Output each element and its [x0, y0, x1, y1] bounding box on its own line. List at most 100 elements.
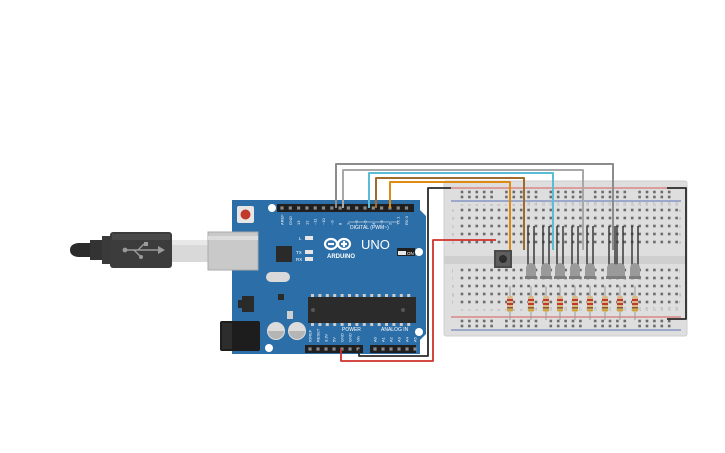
- digital-pin-label: TX 1: [396, 216, 401, 225]
- breadboard-column-label: 25: [638, 202, 642, 206]
- breadboard-row-label: e: [452, 208, 455, 213]
- breadboard-column-label: 23: [623, 202, 627, 206]
- mounting-hole: [415, 248, 423, 256]
- mounting-hole: [265, 344, 273, 352]
- led[interactable]: [569, 263, 581, 279]
- breadboard-column-label: 6: [497, 204, 501, 206]
- power-pin-label: GND: [348, 333, 353, 342]
- breadboard-column-label: 28: [660, 202, 664, 206]
- resistor[interactable]: [528, 286, 534, 320]
- breadboard-row-label: i: [452, 276, 453, 281]
- breadboard-row-label: h: [679, 284, 681, 289]
- breadboard-column-label: 13: [549, 307, 553, 311]
- usb-cable[interactable]: [70, 232, 208, 268]
- breadboard-column-label: 15: [564, 307, 568, 311]
- digital-pin-label: AREF: [280, 214, 285, 225]
- digital-pin-label: ~6: [354, 220, 359, 225]
- digital-pin-label: ~9: [329, 220, 334, 225]
- analog-pin-label: A2: [389, 336, 394, 342]
- resistor[interactable]: [572, 286, 578, 320]
- breadboard-column-label: 2: [468, 204, 472, 206]
- resistor[interactable]: [543, 286, 549, 320]
- pushbutton[interactable]: [494, 250, 512, 268]
- led[interactable]: [554, 263, 566, 279]
- resistor[interactable]: [632, 286, 638, 320]
- wire-black-gnd[interactable]: [358, 187, 687, 357]
- led[interactable]: [540, 263, 552, 279]
- arduino-logo-icon: [323, 237, 352, 251]
- on-label: ON: [407, 251, 414, 256]
- breadboard-column-label: 1: [460, 204, 464, 206]
- digital-pin-label: RX 0: [404, 215, 409, 225]
- power-pin-label: RESET: [316, 328, 321, 342]
- breadboard-row-label: i: [679, 276, 680, 281]
- led[interactable]: [629, 263, 641, 279]
- breadboard-column-label: 20: [601, 202, 605, 206]
- wire-gray-2[interactable]: [342, 169, 584, 250]
- breadboard-column-label: 23: [623, 307, 627, 311]
- breadboard-row-label: f: [452, 300, 454, 305]
- breadboard-column-label: 19: [593, 307, 597, 311]
- breadboard-column-label: 4: [482, 204, 486, 206]
- power-jack[interactable]: [220, 321, 260, 351]
- breadboard-column-label: 17: [579, 307, 583, 311]
- breadboard-column-label: 24: [630, 202, 634, 206]
- resistor[interactable]: [507, 286, 513, 320]
- power-pin-label: 5V: [332, 337, 337, 342]
- led-l-indicator: [305, 236, 313, 240]
- l-label: L: [299, 236, 302, 241]
- led[interactable]: [614, 263, 626, 279]
- breadboard-column-label: 8: [512, 204, 516, 206]
- analog-pin-label: A0: [373, 336, 378, 342]
- led-tx-indicator: [305, 250, 313, 254]
- breadboard-column-label: 11: [534, 202, 538, 206]
- wire-red-5v[interactable]: [340, 239, 496, 362]
- tx-label: TX: [296, 250, 302, 255]
- wire-gray-1[interactable]: [335, 163, 614, 250]
- reset-button[interactable]: [237, 206, 254, 223]
- breadboard-column-label: 9: [519, 204, 523, 206]
- breadboard-column-label: 29: [667, 202, 671, 206]
- breadboard-column-label: 30: [675, 202, 679, 206]
- digital-pin-label: 2: [387, 222, 392, 225]
- breadboard-column-label: 26: [645, 202, 649, 206]
- breadboard-column-label: 5: [490, 309, 494, 311]
- wire-cyan[interactable]: [368, 172, 554, 250]
- breadboard-column-label: 6: [497, 309, 501, 311]
- breadboard-column-label: 27: [653, 307, 657, 311]
- breadboard-column-label: 3: [475, 309, 479, 311]
- breadboard-row-label: c: [679, 224, 681, 229]
- resistor[interactable]: [557, 286, 563, 320]
- breadboard-row-label: f: [679, 300, 681, 305]
- atmega-chip: [308, 294, 416, 326]
- breadboard-row-label: g: [452, 292, 454, 297]
- mounting-hole: [268, 204, 276, 212]
- wire-brown[interactable]: [375, 177, 525, 250]
- resistor[interactable]: [602, 286, 608, 320]
- digital-pin-label: 13: [296, 220, 301, 225]
- breadboard-row-label: b: [452, 232, 455, 237]
- breadboard-column-label: 21: [608, 307, 612, 311]
- led[interactable]: [584, 263, 596, 279]
- mounting-hole: [415, 328, 423, 336]
- breadboard-column-label: 14: [556, 202, 560, 206]
- breadboard-column-label: 26: [645, 307, 649, 311]
- breadboard-row-label: d: [679, 216, 681, 221]
- breadboard-column-label: 18: [586, 202, 590, 206]
- digital-header-label: DIGITAL (PWM~): [350, 225, 389, 231]
- breadboard[interactable]: 1122334455667788991010111112121313141415…: [443, 180, 688, 337]
- breadboard-row-label: c: [452, 224, 454, 229]
- resistor[interactable]: [587, 286, 593, 320]
- wire-orange[interactable]: [389, 181, 511, 250]
- breadboard-column-label: 16: [571, 202, 575, 206]
- digital-pin-label: 4: [371, 222, 376, 225]
- led[interactable]: [525, 263, 537, 279]
- led[interactable]: [606, 263, 618, 279]
- resistor[interactable]: [617, 286, 623, 320]
- breadboard-column-label: 15: [564, 202, 568, 206]
- breadboard-row-label: d: [452, 216, 454, 221]
- power-header-label: POWER: [342, 327, 361, 333]
